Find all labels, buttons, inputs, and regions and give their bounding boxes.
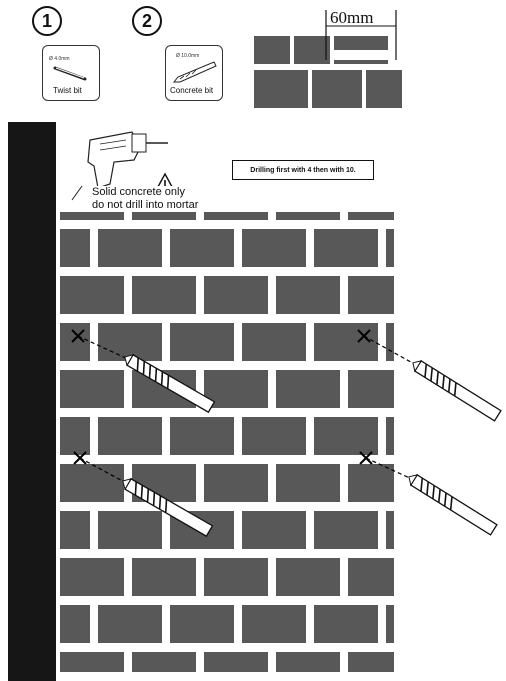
brick: [98, 417, 162, 455]
brick: [98, 511, 162, 549]
brick: [386, 511, 394, 549]
brick: [386, 417, 394, 455]
concrete-bit: [124, 353, 216, 414]
brick: [60, 464, 124, 502]
drill-layer: [71, 329, 502, 538]
brick: [276, 558, 340, 596]
drilling-note: Drilling first with 4 then with 10.: [232, 160, 374, 180]
concrete-bit-card: Ø 10.0mm Concrete bit: [165, 45, 223, 101]
concrete-bit: [122, 477, 214, 538]
brick: [276, 464, 340, 502]
brick: [276, 276, 340, 314]
drill-guide-line: [79, 457, 129, 485]
brick: [348, 276, 394, 314]
brick: [132, 276, 196, 314]
drill-point-upper-left: [71, 329, 216, 414]
brick: [348, 464, 394, 502]
brick-spacing-inset: [254, 10, 402, 108]
brick: [348, 212, 394, 220]
warning-text: Solid concrete only do not drill into mo…: [92, 186, 199, 212]
brick: [98, 605, 162, 643]
twist-bit-card: Ø 4.0mm Twist bit: [42, 45, 100, 101]
spacing-dimension-label: 60mm: [330, 8, 374, 27]
drill-guide-line: [77, 335, 131, 361]
warning-line-1: Solid concrete only: [92, 186, 185, 198]
drill-point-lower-right: [359, 451, 498, 536]
concrete-bit: [408, 474, 498, 536]
brick: [60, 558, 124, 596]
brick: [242, 417, 306, 455]
brick: [276, 212, 340, 220]
twist-bit-label: Twist bit: [53, 86, 82, 95]
brick: [170, 417, 234, 455]
concrete-bit-icon: [172, 61, 217, 83]
brick: [170, 605, 234, 643]
warning-line-2: do not drill into mortar: [92, 199, 199, 211]
brick: [314, 323, 378, 361]
brick: [348, 652, 394, 672]
brick: [276, 652, 340, 672]
concrete-bit-label: Concrete bit: [170, 86, 214, 95]
brick: [386, 323, 394, 361]
step-1-number: 1: [32, 6, 62, 36]
brick: [60, 323, 90, 361]
brick: [204, 276, 268, 314]
drill-point-upper-right: [357, 329, 502, 422]
step-2-number: 2: [132, 6, 162, 36]
twist-bit-icon: [53, 66, 87, 81]
brick: [170, 323, 234, 361]
brick: [386, 229, 394, 267]
brick: [314, 417, 378, 455]
brick: [242, 229, 306, 267]
brick: [204, 558, 268, 596]
brick: [132, 558, 196, 596]
brick: [60, 417, 90, 455]
brick: [60, 212, 124, 220]
brick: [242, 605, 306, 643]
brick: [314, 605, 378, 643]
brick: [204, 652, 268, 672]
brick: [242, 511, 306, 549]
brick: [60, 229, 90, 267]
brick: [132, 212, 196, 220]
brick: [60, 605, 90, 643]
concrete-bit-size: Ø 10.0mm: [176, 53, 200, 59]
brick: [204, 464, 268, 502]
brick: [276, 370, 340, 408]
twist-bit-size: Ø 4.0mm: [49, 56, 70, 62]
brick: [60, 276, 124, 314]
brick: [98, 323, 162, 361]
brick: [60, 511, 90, 549]
drill-point-lower-left: [73, 451, 214, 538]
brick: [132, 652, 196, 672]
drill-guide-line: [365, 457, 415, 481]
wall-side-edge: [8, 122, 56, 681]
brick: [170, 229, 234, 267]
brick: [60, 370, 124, 408]
brick: [204, 212, 268, 220]
brick: [348, 370, 394, 408]
brick: [386, 605, 394, 643]
brick: [98, 229, 162, 267]
brick: [348, 558, 394, 596]
drill-icon: [71, 131, 168, 201]
brick: [60, 652, 124, 672]
brick-courses: [60, 212, 394, 672]
slot-cutout: [330, 50, 396, 60]
brick: [314, 511, 378, 549]
concrete-bit: [412, 360, 502, 422]
brick: [314, 229, 378, 267]
brick: [242, 323, 306, 361]
drill-guide-line: [363, 335, 419, 367]
